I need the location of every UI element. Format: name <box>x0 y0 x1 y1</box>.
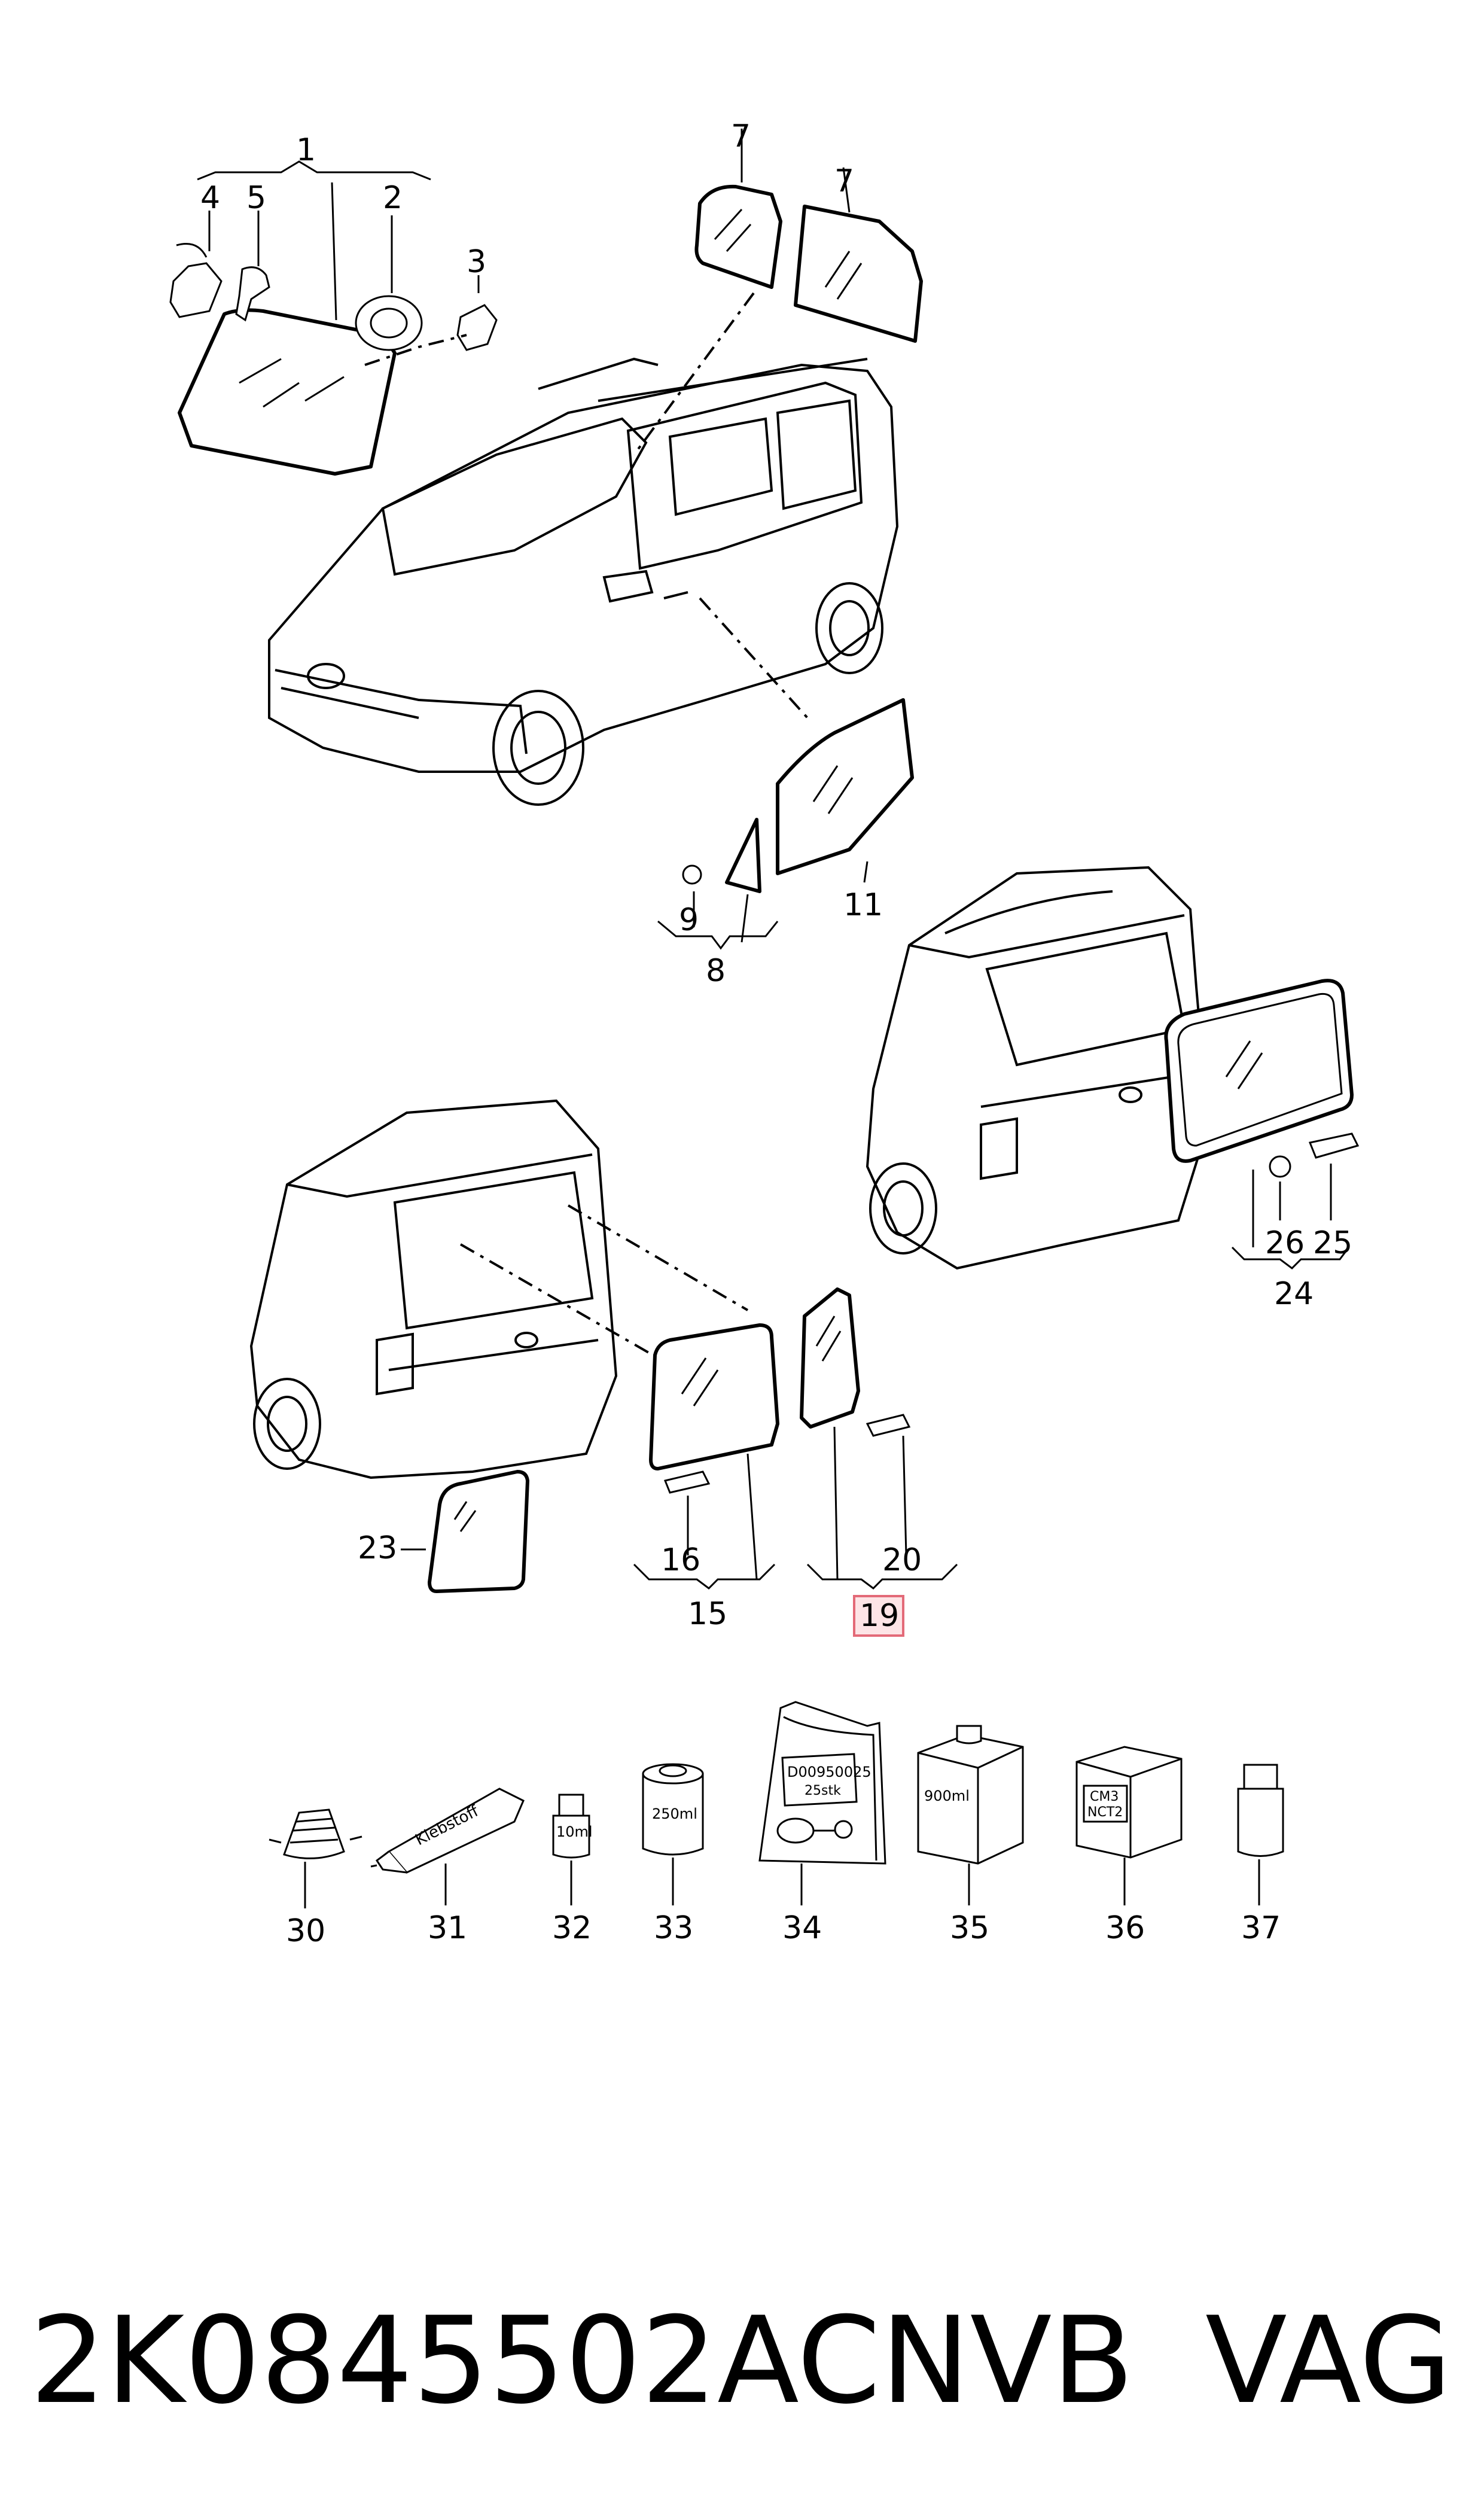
callout-16: 16 <box>661 1542 700 1578</box>
windshield-group <box>169 160 498 476</box>
callout-7-right: 7 <box>834 163 854 199</box>
callout-31: 31 <box>428 1910 467 1946</box>
callout-2: 2 <box>383 180 403 216</box>
small-bottle-label: 10ml <box>556 1823 593 1840</box>
wiring-harness-part <box>235 266 270 322</box>
trim-clip-part <box>663 1470 711 1494</box>
callout-15: 15 <box>688 1596 727 1632</box>
bottle-part <box>1237 1788 1284 1857</box>
clip-part <box>1269 1155 1291 1178</box>
callout-3: 3 <box>467 244 486 280</box>
bag-quantity: 25stk <box>805 1783 841 1798</box>
callout-23: 23 <box>358 1530 397 1566</box>
box-900ml-label: 900ml <box>924 1788 970 1804</box>
callout-11: 11 <box>843 887 883 923</box>
front-door-window <box>776 698 914 875</box>
connector-part <box>456 304 498 351</box>
callout-19-highlight <box>853 1595 904 1637</box>
callout-32: 32 <box>552 1910 592 1946</box>
bag-code: D00950025 <box>787 1764 871 1780</box>
callout-26: 26 <box>1265 1225 1305 1261</box>
brand-name: VAG <box>1205 2291 1452 2431</box>
accessories-row: Klebstoff 10ml 250ml D00950025 25stk 900… <box>269 1701 1284 1908</box>
callout-9: 9 <box>679 902 699 938</box>
callout-labels: 1 2 3 4 5 7 7 9 8 11 26 25 24 23 16 15 2… <box>200 118 1352 1949</box>
small-bottle <box>552 1814 590 1859</box>
callout-36: 36 <box>1105 1910 1145 1946</box>
rear-side-window-large <box>794 205 923 343</box>
callout-25: 25 <box>1313 1225 1352 1261</box>
can-label: 250ml <box>652 1805 697 1822</box>
box-part <box>1075 1746 1183 1859</box>
callout-33: 33 <box>654 1910 693 1946</box>
callout-30: 30 <box>286 1913 325 1949</box>
callout-37: 37 <box>1241 1910 1281 1946</box>
can-part <box>642 1773 704 1856</box>
van-rear-left-illustration <box>249 1099 618 1479</box>
trim-clip-part <box>866 1414 911 1437</box>
trim-clip-part <box>1308 1132 1360 1159</box>
callout-19: 19 <box>860 1598 899 1634</box>
callout-34: 34 <box>782 1910 822 1946</box>
van-front-illustration <box>268 357 899 806</box>
sensor-housing-part <box>355 295 423 351</box>
part-number: 2K0845502ACNVB <box>30 2291 1134 2431</box>
small-side-glass <box>428 1470 529 1593</box>
callout-4: 4 <box>200 180 220 216</box>
rear-door-window-right <box>800 1287 860 1429</box>
callout-8: 8 <box>706 953 726 989</box>
rear-window-glass <box>1164 979 1354 1163</box>
cone-part <box>283 1808 345 1859</box>
callout-1: 1 <box>296 132 316 168</box>
van-rear-right-illustration <box>866 866 1210 1270</box>
rear-door-window-left <box>649 1323 779 1470</box>
callout-35: 35 <box>950 1910 989 1946</box>
callout-20: 20 <box>882 1542 922 1578</box>
vent-window <box>725 818 761 893</box>
rain-sensor-part <box>169 262 223 318</box>
callout-7-top: 7 <box>731 118 751 154</box>
box-marking-bottom: NCT2 <box>1087 1805 1123 1820</box>
box-marking-top: CM3 <box>1090 1789 1119 1804</box>
windshield-glass <box>178 308 397 476</box>
clip-part <box>682 864 702 885</box>
callout-24: 24 <box>1274 1276 1314 1312</box>
callout-5: 5 <box>246 180 266 216</box>
